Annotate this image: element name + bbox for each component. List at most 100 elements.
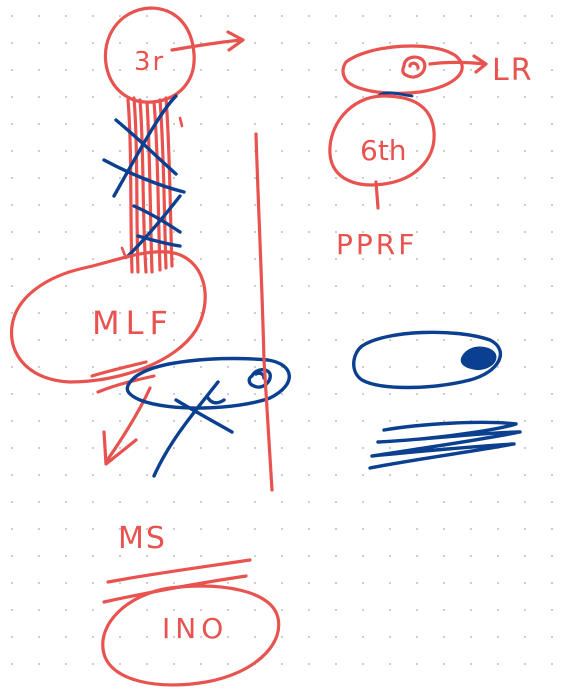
grid-dot [91,338,95,342]
grid-dot [388,419,392,423]
grid-dot [496,338,500,342]
grid-dot [280,230,284,234]
grid-dot [10,662,14,666]
grid-dot [361,554,365,558]
grid-dot [91,68,95,72]
grid-dot [307,419,311,423]
grid-dot [307,311,311,315]
grid-dot [388,14,392,18]
grid-dot [550,230,554,234]
grid-dot [415,473,419,477]
grid-dot [37,473,41,477]
grid-dot [388,257,392,261]
grid-dot [307,122,311,126]
ms-label: MS [118,521,167,556]
grid-dot [334,230,338,234]
grid-dot [199,500,203,504]
grid-dot [253,635,257,639]
grid-dot [91,95,95,99]
grid-dot [226,608,230,612]
grid-dot [199,608,203,612]
grid-dot [118,554,122,558]
grid-dot [361,257,365,261]
grid-dot [118,230,122,234]
grid-dot [37,365,41,369]
grid-dot [334,68,338,72]
grid-dot [334,95,338,99]
grid-dot [334,554,338,558]
grid-dot [388,500,392,504]
grid-dot [442,419,446,423]
mlf-label: MLF [92,304,174,342]
grid-dot [388,392,392,396]
grid-dot [37,41,41,45]
grid-dot [523,257,527,261]
grid-dot [10,419,14,423]
third-nerve-nucleus: 3r [103,6,245,104]
grid-dot [469,203,473,207]
grid-dot [64,473,68,477]
grid-dot [199,176,203,180]
grid-dot [307,338,311,342]
grid-dot [469,149,473,153]
grid-dot [550,41,554,45]
ms-ino-notes: MS INO [101,521,281,687]
grid-dot [91,554,95,558]
grid-dot [172,284,176,288]
grid-dot [280,176,284,180]
grid-dot [145,608,149,612]
grid-dot [280,68,284,72]
grid-dot [10,500,14,504]
grid-dot [10,41,14,45]
grid-dot [172,311,176,315]
grid-dot [523,662,527,666]
grid-dot [361,392,365,396]
grid-dot [145,68,149,72]
grid-dot [118,635,122,639]
grid-dot [469,581,473,585]
grid-dot [361,68,365,72]
grid-dot [199,95,203,99]
grid-dot [415,203,419,207]
grid-dot [172,554,176,558]
grid-dot [199,284,203,288]
grid-dot [307,581,311,585]
grid-dot [523,635,527,639]
grid-dot [442,473,446,477]
grid-dot [64,635,68,639]
grid-dot [253,392,257,396]
grid-dot [361,122,365,126]
grid-dot [145,311,149,315]
grid-dot [226,284,230,288]
grid-dot [361,149,365,153]
grid-dot [226,203,230,207]
grid-dot [145,446,149,450]
grid-dot [226,635,230,639]
grid-dot [118,203,122,207]
grid-dot [199,527,203,531]
lateral-rectus-label: LR [492,53,534,88]
scribble [368,420,522,470]
grid-dot [226,473,230,477]
grid-dot [307,527,311,531]
grid-dot [118,95,122,99]
grid-dot [253,554,257,558]
grid-dot [118,176,122,180]
right-blue-eye-pupil [460,346,497,370]
grid-dot [523,473,527,477]
grid-dot [253,473,257,477]
grid-dot [253,14,257,18]
grid-dot [442,311,446,315]
grid-dot [37,662,41,666]
grid-dot [37,149,41,153]
grid-dot [361,473,365,477]
grid-dot [361,581,365,585]
grid-dot [226,527,230,531]
grid-dot [496,527,500,531]
mlf-region: MLF [9,250,207,384]
grid-dot [415,257,419,261]
grid-dot [10,311,14,315]
grid-dot [415,608,419,612]
grid-dot [361,446,365,450]
